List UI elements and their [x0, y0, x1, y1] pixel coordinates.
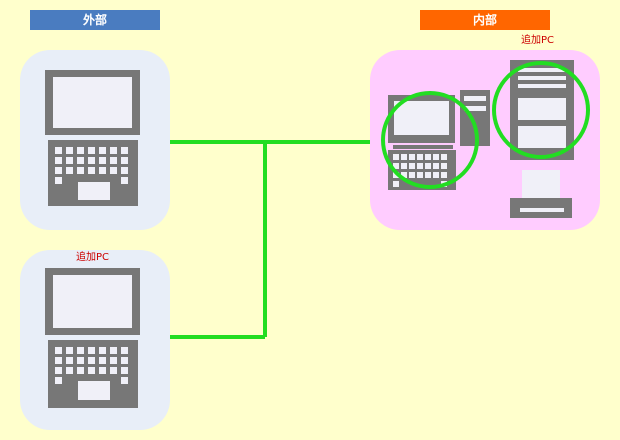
keyboard-key [66, 167, 73, 174]
outside-group-header: 外部 [30, 10, 160, 30]
keyboard-key [121, 157, 128, 164]
keyboard-key [121, 167, 128, 174]
keyboard-key [88, 347, 95, 354]
keyboard-key [55, 147, 62, 154]
keyboard-key [55, 177, 62, 184]
added-pc-note-laptop: 追加PC [76, 252, 110, 263]
keyboard-key [441, 172, 447, 178]
keyboard-key [88, 147, 95, 154]
keyboard-key [110, 357, 117, 364]
keyboard-key [425, 154, 431, 160]
inside-group-header: 内部 [420, 10, 550, 30]
keyboard-key [110, 347, 117, 354]
keyboard-key [409, 163, 415, 169]
keyboard-key [77, 347, 84, 354]
keyboard-key [121, 177, 128, 184]
keyboard-key [99, 167, 106, 174]
keyboard-key [99, 347, 106, 354]
desktop-pc-icon [388, 90, 490, 190]
server-tower-icon [510, 60, 574, 160]
keyboard-key [88, 357, 95, 364]
keyboard-key [409, 154, 415, 160]
keyboard-key [110, 147, 117, 154]
keyboard-key [441, 154, 447, 160]
keyboard-key [88, 367, 95, 374]
keyboard-key [121, 367, 128, 374]
keyboard-key [433, 172, 439, 178]
keyboard-key [121, 147, 128, 154]
keyboard-key [77, 167, 84, 174]
keyboard-key [66, 347, 73, 354]
keyboard-key [121, 357, 128, 364]
keyboard-key [77, 157, 84, 164]
keyboard-key [77, 147, 84, 154]
keyboard-key [66, 147, 73, 154]
keyboard-key [66, 157, 73, 164]
keyboard-key [401, 172, 407, 178]
added-pc-note-server: 追加PC [521, 35, 555, 46]
keyboard-key [417, 172, 423, 178]
keyboard-key [110, 157, 117, 164]
keyboard-key [77, 367, 84, 374]
printer-icon [510, 170, 572, 218]
keyboard-key [393, 181, 399, 187]
keyboard-key [99, 357, 106, 364]
keyboard-key [99, 367, 106, 374]
keyboard-key [433, 163, 439, 169]
keyboard-key [401, 154, 407, 160]
keyboard-key [55, 347, 62, 354]
keyboard-key [409, 172, 415, 178]
keyboard-key [66, 367, 73, 374]
keyboard-key [425, 172, 431, 178]
keyboard-key [393, 163, 399, 169]
keyboard-key [55, 377, 62, 384]
keyboard-key [121, 347, 128, 354]
laptop-icon-top [45, 70, 140, 206]
highlight-circle-desktop [381, 91, 479, 189]
keyboard-key [425, 163, 431, 169]
highlight-circle-server [492, 61, 590, 159]
keyboard-key [99, 157, 106, 164]
keyboard-key [393, 154, 399, 160]
keyboard-key [55, 157, 62, 164]
keyboard-key [55, 357, 62, 364]
laptop-icon-bottom [45, 268, 140, 408]
keyboard-key [88, 167, 95, 174]
keyboard-key [417, 154, 423, 160]
keyboard-key [99, 147, 106, 154]
keyboard-key [66, 357, 73, 364]
keyboard-key [55, 367, 62, 374]
keyboard-key [441, 163, 447, 169]
keyboard-key [417, 163, 423, 169]
keyboard-key [88, 157, 95, 164]
keyboard-key [110, 367, 117, 374]
keyboard-key [433, 154, 439, 160]
keyboard-key [77, 357, 84, 364]
network-connections [170, 140, 370, 339]
keyboard-key [121, 377, 128, 384]
keyboard-key [55, 167, 62, 174]
keyboard-key [110, 167, 117, 174]
keyboard-key [401, 163, 407, 169]
